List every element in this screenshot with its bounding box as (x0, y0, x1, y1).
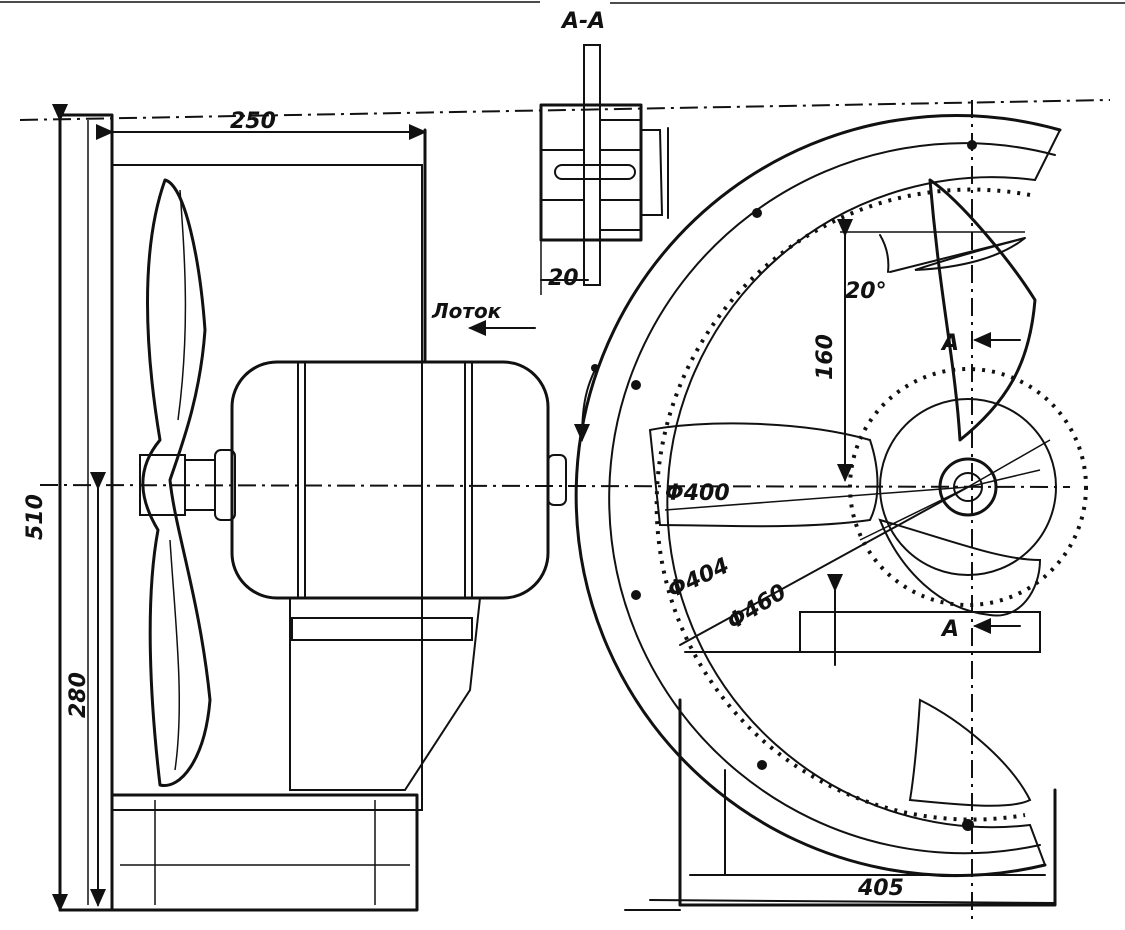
back-plate (58, 113, 114, 912)
section-a-a: A-A 20 (539, 9, 669, 295)
fan-blade (141, 178, 212, 787)
section-mark-bottom: A (940, 617, 959, 642)
angle-20: 20° (845, 279, 887, 304)
side-view: 250 510 280 Лоток (19, 99, 1111, 912)
dim-510: 510 (23, 494, 48, 540)
rotation-arrow (574, 369, 596, 442)
dim-160: 160 (813, 334, 838, 380)
blade-top (928, 178, 1037, 442)
section-mark-top: A (940, 331, 959, 356)
motor-mount (289, 597, 481, 791)
section-block (539, 103, 643, 242)
base-block (110, 793, 419, 912)
dim-diam-460: Φ460 (723, 580, 791, 635)
shaft-axis-line (39, 484, 1071, 488)
top-axis-line (19, 99, 1111, 121)
hub-outer (938, 457, 998, 517)
section-label: A-A (560, 9, 605, 34)
fan-casing (111, 164, 423, 811)
front-view: 405 160 20° A A Φ400 Φ404 Φ460 (574, 100, 1088, 920)
hub-inner (953, 472, 983, 502)
dim-diam-400: Φ400 (665, 481, 730, 506)
front-base (678, 698, 1057, 907)
dim-20: 20 (548, 266, 579, 291)
outer-ring (574, 114, 1062, 877)
dim-diam-404: Φ404 (664, 553, 733, 603)
tray-label: Лоток (431, 299, 502, 323)
dim-405: 405 (857, 876, 904, 901)
inner-ring (666, 176, 1036, 829)
blade-bottom (908, 698, 1032, 807)
top-border (0, 1, 1125, 4)
dim-280: 280 (66, 672, 91, 718)
motor-body (230, 360, 550, 600)
dim-250: 250 (230, 109, 276, 134)
blade-lower (878, 518, 1042, 617)
blade-left (648, 422, 879, 528)
motor-shaft-cap (547, 454, 567, 506)
